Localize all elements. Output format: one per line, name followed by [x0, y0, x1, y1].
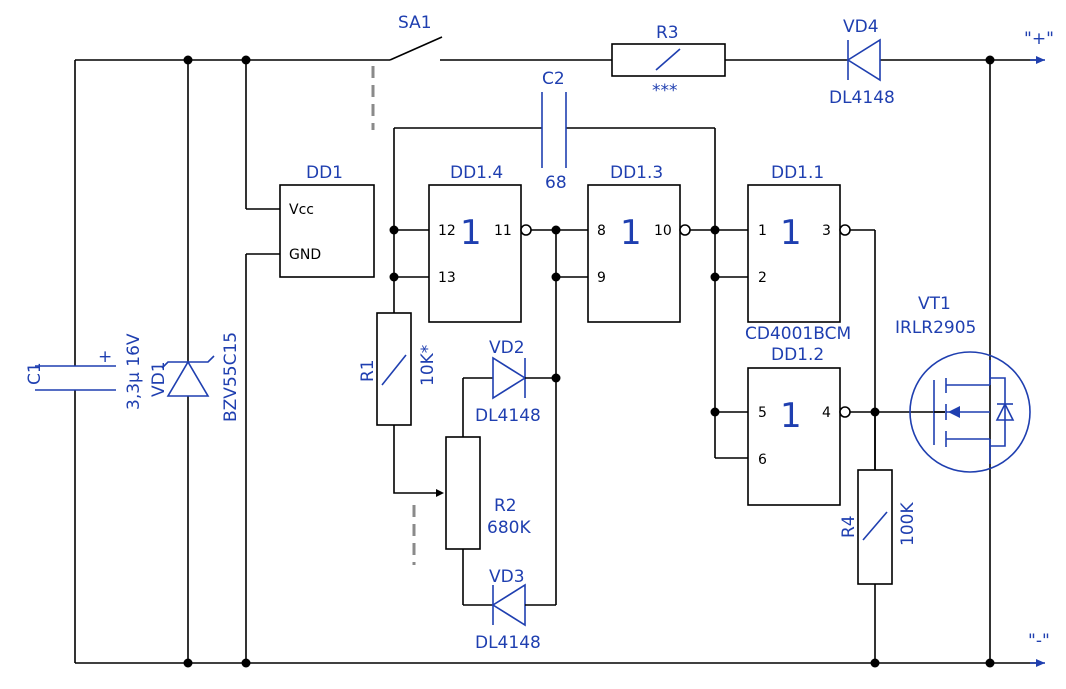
diode-vd3	[463, 583, 556, 627]
label-dd1-3: DD1.3	[610, 163, 663, 183]
pin-numbers: 12 13 11 8 9 10 1 2 3 5 6 4	[438, 223, 831, 468]
inverter-bubble-icon	[839, 224, 851, 236]
gate-dd1-2	[715, 367, 945, 506]
label-vd4-type: DL4148	[829, 88, 895, 108]
label-vd4: VD4	[843, 17, 879, 37]
pin-9: 9	[597, 270, 606, 286]
capacitor-c2	[393, 92, 716, 458]
label-c1-polarity: +	[98, 347, 112, 367]
inverter-bubble-icon	[520, 224, 532, 236]
dd1-supply-wires	[245, 60, 280, 663]
diode-vd4	[846, 38, 881, 82]
label-dd1-4: DD1.4	[450, 163, 503, 183]
resistor-r3	[611, 43, 726, 77]
resistor-r1	[376, 312, 444, 565]
gate-symbol-dd1-1: 1	[780, 213, 802, 253]
pin-2: 2	[758, 270, 767, 286]
plus-arrow-icon	[1036, 56, 1045, 64]
inverter-bubble-icon	[839, 406, 851, 418]
label-r4-value: 100K	[898, 502, 918, 546]
zener-diode-vd1	[161, 60, 215, 663]
component-labels: SA1 R3 *** VD4 DL4148 "+" "-" C2 68 DD1 …	[25, 13, 1054, 653]
mosfet-arrow-icon	[948, 406, 960, 418]
label-r3: R3	[656, 23, 679, 43]
label-r4: R4	[839, 515, 859, 538]
label-chip-type: CD4001BCM	[745, 324, 851, 344]
ic-dd1-power	[279, 184, 375, 278]
label-vt1-type: IRLR2905	[895, 318, 976, 338]
capacitor-c1	[35, 60, 116, 663]
label-sa1: SA1	[398, 13, 432, 33]
pin-1: 1	[758, 223, 767, 239]
pin-13: 13	[438, 270, 456, 286]
label-dd1-2: DD1.2	[771, 345, 824, 365]
mosfet-vt1	[909, 351, 1031, 473]
negative-rail	[75, 659, 1045, 667]
label-vd1: VD1	[149, 361, 169, 397]
label-dd1-1: DD1.1	[771, 163, 824, 183]
gate-symbol-dd1-4: 1	[460, 213, 482, 253]
label-vd2: VD2	[489, 338, 525, 358]
diode-vd2	[463, 356, 556, 400]
resistor-r2	[445, 378, 481, 605]
pin-12: 12	[438, 223, 456, 239]
resistor-r4	[857, 412, 893, 663]
label-vcc: Vcc	[289, 202, 314, 218]
wiper-arrow-icon	[436, 489, 444, 497]
label-r3-value: ***	[652, 81, 678, 101]
pin-11: 11	[494, 223, 512, 239]
junction-dots	[183, 55, 995, 668]
label-r2: R2	[494, 496, 517, 516]
label-dd1: DD1	[306, 163, 343, 183]
pin-3: 3	[822, 223, 831, 239]
switch-sa1[interactable]	[371, 36, 443, 130]
label-vd3: VD3	[489, 567, 525, 587]
minus-arrow-icon	[1036, 659, 1045, 667]
label-r2-value: 680K	[487, 518, 531, 538]
label-plus-terminal: "+"	[1024, 29, 1054, 49]
label-c1-value: 3,3µ 16V	[124, 333, 144, 410]
gate-symbol-dd1-3: 1	[620, 213, 642, 253]
pin-6: 6	[758, 452, 767, 468]
inverter-bubble-icon	[679, 224, 691, 236]
label-vd1-type: BZV55C15	[221, 332, 241, 422]
label-minus-terminal: "-"	[1028, 631, 1050, 651]
label-c1: C1	[25, 362, 45, 385]
pin-4: 4	[822, 405, 831, 421]
pin-10: 10	[654, 223, 672, 239]
label-vt1: VT1	[918, 294, 951, 314]
label-c2: C2	[542, 69, 565, 89]
pin-8: 8	[597, 223, 606, 239]
gate-dd1-4	[394, 184, 588, 323]
gate-symbol-dd1-2: 1	[780, 396, 802, 436]
positive-rail	[75, 56, 1045, 64]
label-r1: R1	[358, 359, 378, 382]
label-vd3-type: DL4148	[475, 633, 541, 653]
label-vd2-type: DL4148	[475, 406, 541, 426]
gate-dd1-3	[555, 184, 748, 605]
label-c2-value: 68	[545, 173, 567, 193]
label-r1-value: 10K*	[418, 345, 438, 386]
label-gnd: GND	[289, 247, 321, 263]
pin-5: 5	[758, 405, 767, 421]
